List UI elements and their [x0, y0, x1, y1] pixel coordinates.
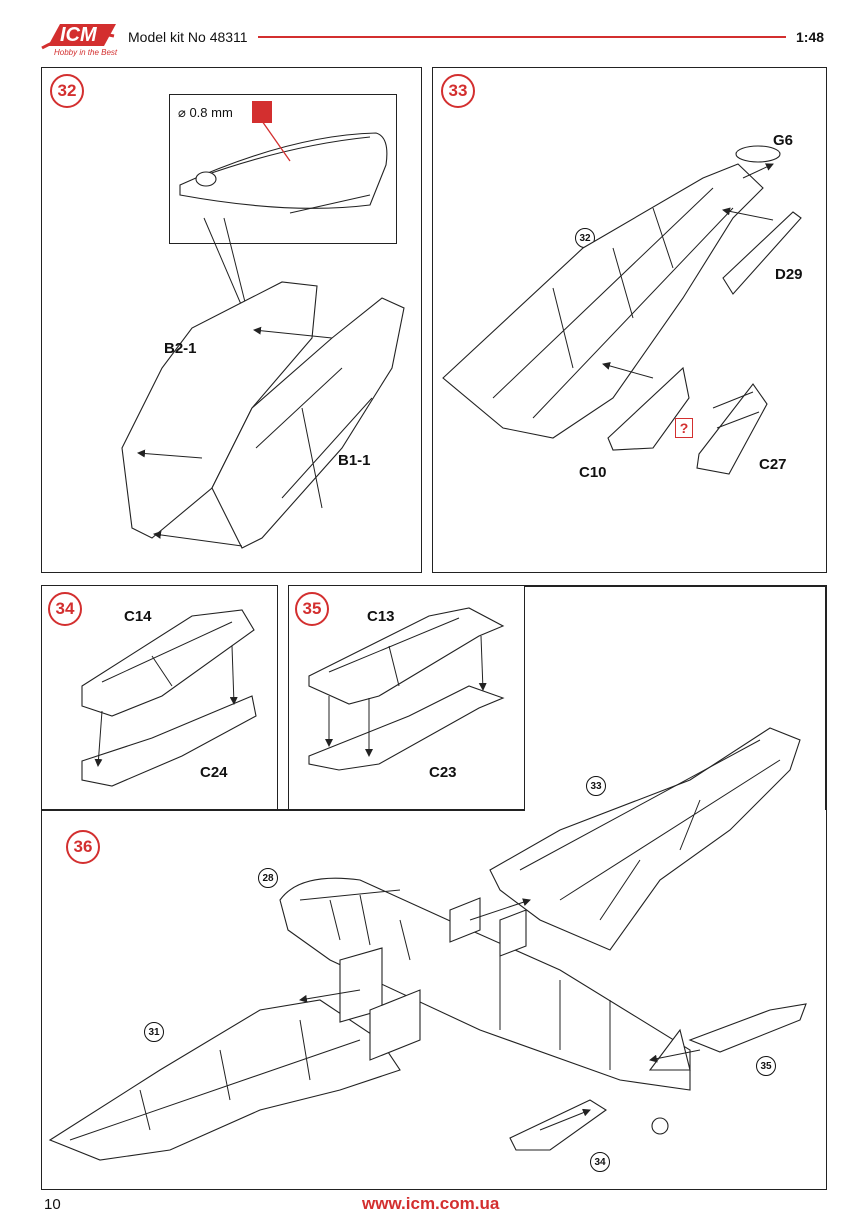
step-35-badge: 35 [295, 592, 329, 626]
part-c10-label: C10 [579, 464, 607, 481]
page-number: 10 [44, 1196, 61, 1213]
header-rule [258, 36, 786, 38]
step-34-panel: 34 C14 C24 [41, 585, 278, 810]
step-33-badge: 33 [441, 74, 475, 108]
part-b2-1-label: B2-1 [164, 340, 197, 357]
brand-logo: ICM Hobby in the Best [38, 18, 118, 62]
part-c27-label: C27 [759, 456, 787, 473]
part-c24-label: C24 [200, 764, 228, 781]
step-36-badge: 36 [66, 830, 100, 864]
step-34-badge: 34 [48, 592, 82, 626]
step-32-badge: 32 [50, 74, 84, 108]
part-g6-label: G6 [773, 132, 794, 149]
hole-size-label: ⌀ 0.8 mm [178, 105, 233, 120]
part-d29-label: D29 [775, 266, 803, 283]
ref-step-28-icon: 28 [258, 868, 278, 888]
part-c23-label: C23 [429, 764, 457, 781]
part-c14-label: C14 [124, 608, 152, 625]
logo-text: ICM [60, 24, 97, 46]
step-36-frame-right [825, 585, 827, 810]
ref-step-31-icon: 31 [144, 1022, 164, 1042]
step-35-panel: 35 C13 C23 [288, 585, 525, 810]
ref-step-35-icon: 35 [756, 1056, 776, 1076]
unknown-part-icon: ? [675, 418, 693, 438]
detail-inset: ⌀ 0.8 mm [169, 94, 397, 244]
step-32-drawing [121, 217, 405, 549]
step-36-frame-mid [41, 809, 525, 811]
scale-label: 1:48 [796, 29, 825, 45]
kit-label: Model kit No 48311 [128, 29, 248, 45]
part-c13-label: C13 [367, 608, 395, 625]
step-33-drawing [442, 145, 802, 475]
drill-icon [252, 101, 272, 123]
ref-step-34-icon: 34 [590, 1152, 610, 1172]
step-32-panel: 32 ⌀ 0.8 mm B2-1 B1-1 [41, 67, 422, 573]
ref-step-33-icon: 33 [586, 776, 606, 796]
logo-tagline: Hobby in the Best [54, 48, 118, 57]
step-36-frame [41, 810, 827, 1190]
step-36-frame-top [525, 585, 827, 587]
step-35-drawing [308, 607, 505, 771]
footer-url[interactable]: www.icm.com.ua [362, 1194, 500, 1213]
step-33-panel: 33 32 G6 D29 C10 C27 ? [432, 67, 827, 573]
logo-swoosh-icon [41, 24, 116, 50]
part-b1-1-label: B1-1 [338, 452, 371, 469]
step-34-drawing [81, 609, 257, 787]
